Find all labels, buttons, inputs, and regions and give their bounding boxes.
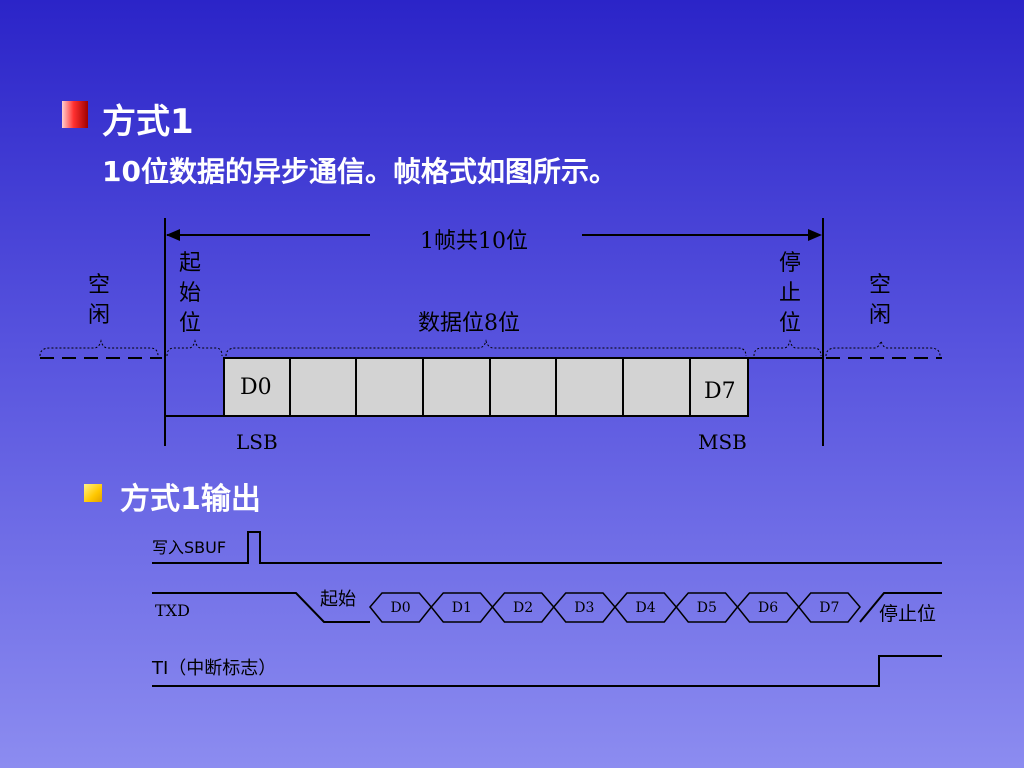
ti-signal — [152, 655, 942, 687]
bit-cell — [622, 357, 691, 417]
idle-right-char-2: 闲 — [869, 303, 891, 328]
brace-idle-left — [39, 339, 159, 357]
txd-bit-label: D7 — [819, 600, 839, 616]
data-bits-label: 数据位8位 — [418, 311, 520, 336]
bit-d7-label: D7 — [704, 379, 736, 404]
bit-cell — [355, 357, 424, 417]
bit-cell — [689, 357, 749, 417]
txd-bit-label: D3 — [574, 600, 594, 616]
start-bit-char-3: 位 — [179, 311, 201, 336]
stop-bit-char-3: 位 — [779, 311, 801, 336]
txd-idle-line — [152, 592, 370, 623]
stop-bit-char-2: 止 — [779, 281, 801, 306]
bit-cell — [223, 357, 291, 417]
yellow-square-bullet-icon — [84, 484, 102, 502]
msb-label: MSB — [698, 430, 747, 454]
section-subtitle: 10位数据的异步通信。帧格式如图所示。 — [102, 155, 617, 188]
section-title-mode1-output: 方式1输出 — [120, 482, 261, 517]
brace-stop-bit — [753, 339, 822, 357]
txd-bit-label: D5 — [697, 600, 717, 616]
bit-cell — [555, 357, 624, 417]
idle-left-char-2: 闲 — [88, 303, 110, 328]
stop-bit-char-1: 停 — [779, 251, 801, 276]
txd-start-label: 起始 — [320, 589, 356, 610]
txd-bit-label: D6 — [758, 600, 778, 616]
txd-bit-label: D0 — [391, 600, 411, 616]
brace-start-bit — [166, 339, 223, 357]
idle-left-char-1: 空 — [88, 273, 110, 298]
txd-bit-label: D1 — [452, 600, 472, 616]
write-sbuf-signal — [152, 531, 942, 564]
txd-bit-cell — [797, 592, 861, 623]
bit-d0-label: D0 — [240, 375, 272, 400]
frame-arrowhead-right — [808, 229, 822, 241]
start-bit-char-1: 起 — [179, 251, 201, 276]
lsb-label: LSB — [236, 430, 278, 454]
frame-length-label: 1帧共10位 — [420, 229, 528, 254]
red-square-bullet-icon — [62, 101, 88, 128]
txd-stop-label: 停止位 — [879, 603, 936, 625]
ti-label: TI（中断标志） — [151, 658, 276, 679]
data-bit-cells — [223, 357, 749, 417]
txd-bit-label: D2 — [513, 600, 533, 616]
frame-arrowhead-left — [166, 229, 180, 241]
txd-bit-label: D4 — [636, 600, 656, 616]
txd-stop-line — [859, 592, 942, 623]
txd-label: TXD — [155, 601, 190, 620]
bit-cell — [422, 357, 491, 417]
txd-data-bits: D0 D1 D2 D3 D4 D5 D6 D7 — [369, 592, 861, 623]
write-sbuf-label: 写入SBUF — [152, 538, 226, 557]
idle-right-char-1: 空 — [869, 273, 891, 298]
section-title-mode1: 方式1 — [102, 102, 194, 142]
start-bit-char-2: 始 — [179, 281, 201, 306]
bit-cell — [489, 357, 557, 417]
